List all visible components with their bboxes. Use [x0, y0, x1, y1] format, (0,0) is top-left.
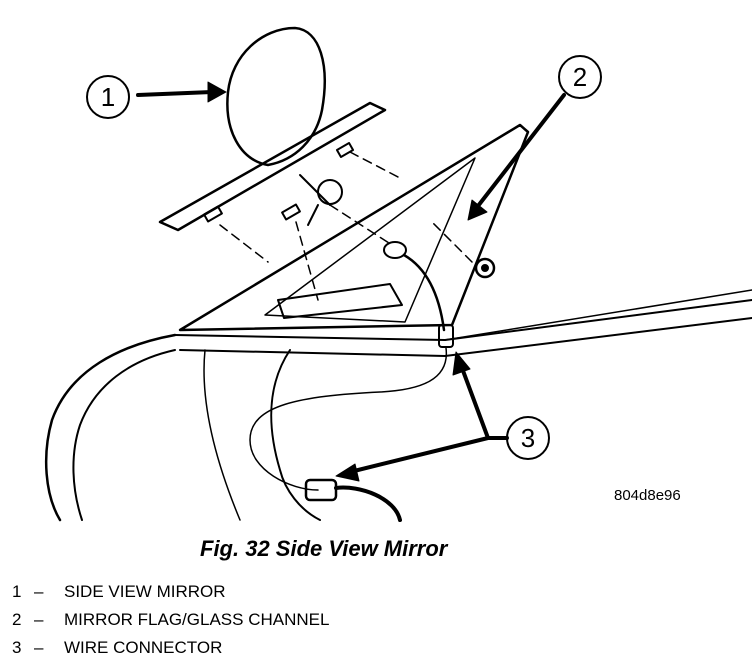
door-body	[44, 289, 752, 522]
wire-harness	[249, 347, 448, 522]
callout-2: 2	[467, 55, 602, 221]
mirror-flag-channel	[178, 123, 530, 348]
mirror-glass	[226, 26, 326, 167]
figure-caption: Fig. 32 Side View Mirror	[200, 536, 448, 561]
mirror-backing-plate	[158, 101, 387, 232]
legend-label: MIRROR FLAG/GLASS CHANNEL	[64, 610, 330, 629]
legend-separator: –	[34, 582, 44, 601]
assembly-lines	[219, 151, 473, 301]
legend-separator: –	[34, 638, 44, 657]
legend-number: 1	[12, 582, 22, 601]
legend-number: 2	[12, 610, 22, 629]
legend-label: WIRE CONNECTOR	[64, 638, 223, 657]
callout-3-number: 3	[521, 423, 535, 453]
callout-2-number: 2	[573, 62, 587, 92]
mirror-diagram: 1 2 3 804d8e96	[44, 26, 752, 522]
legend-item: 2– MIRROR FLAG/GLASS CHANNEL	[12, 606, 329, 634]
callout-1-number: 1	[101, 82, 115, 112]
legend-number: 3	[12, 638, 22, 657]
legend: 1–SIDE VIEW MIRROR 2–MIRROR FLAG/GLASS C…	[12, 578, 329, 662]
legend-separator: –	[34, 610, 44, 629]
legend-item: 3– WIRE CONNECTOR	[12, 634, 329, 662]
callout-3: 3	[335, 351, 550, 482]
callout-1: 1	[86, 75, 227, 119]
image-code: 804d8e96	[614, 487, 681, 504]
legend-label: SIDE VIEW MIRROR	[64, 582, 226, 601]
legend-item: 1– SIDE VIEW MIRROR	[12, 578, 329, 606]
